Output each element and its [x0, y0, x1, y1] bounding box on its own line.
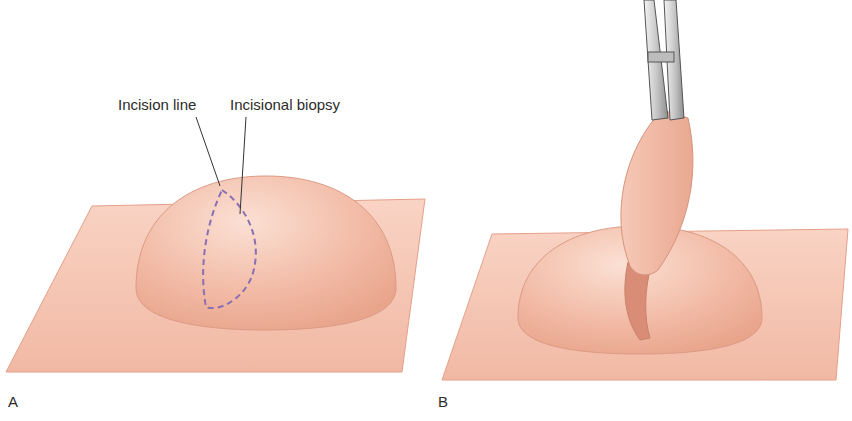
part-label: Incisional biopsy	[230, 96, 340, 114]
part-label: Incision line	[118, 96, 196, 114]
panel-letter: A	[8, 393, 18, 411]
panel-b-drawing	[442, 0, 848, 380]
panel-letter: B	[438, 393, 448, 411]
panel-a-drawing	[6, 117, 425, 372]
